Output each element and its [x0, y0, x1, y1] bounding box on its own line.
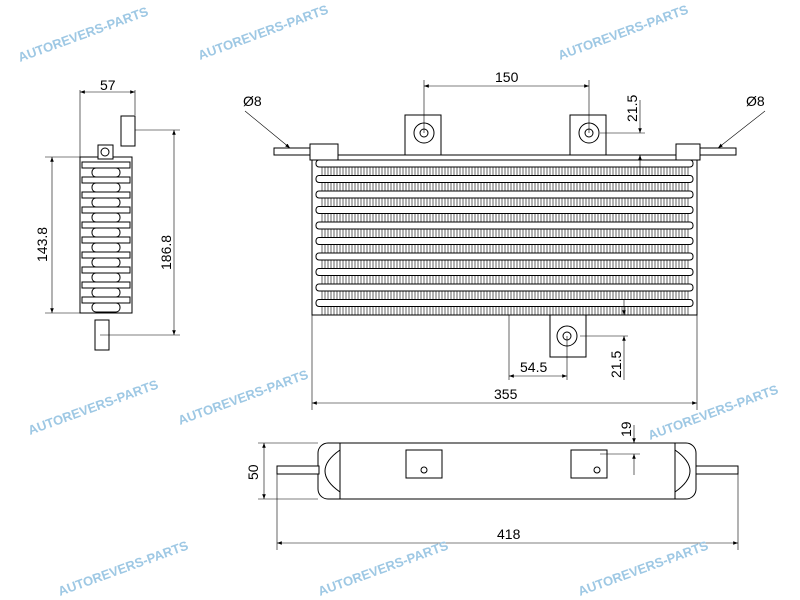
- dim-core-height: 143.8: [34, 227, 50, 262]
- side-fin: [91, 182, 121, 193]
- top-view-bracket-left: [405, 449, 443, 479]
- side-tube: [81, 266, 131, 274]
- cooler-fins: [321, 213, 689, 222]
- side-fin: [91, 287, 121, 298]
- dim-overall-height: 186.8: [158, 235, 174, 270]
- side-tube: [81, 221, 131, 229]
- side-top-fitting: [120, 115, 136, 147]
- cooler-fins: [321, 167, 689, 175]
- cooler-tube: [315, 206, 694, 214]
- cooler-fins: [321, 244, 689, 253]
- dim-outlet-diameter: Ø8: [746, 93, 765, 109]
- side-tube: [81, 296, 131, 304]
- dim-bracket-offset-top: 21.5: [624, 95, 640, 122]
- side-fin: [91, 242, 121, 253]
- watermark: AUTOREVERS-PARTS: [316, 538, 451, 599]
- side-fin: [91, 212, 121, 223]
- watermark: AUTOREVERS-PARTS: [196, 2, 331, 63]
- side-tube: [81, 191, 131, 199]
- dim-side-width: 57: [100, 77, 116, 93]
- side-fin: [91, 167, 121, 178]
- dim-body-height: 50: [245, 464, 261, 480]
- front-view: 150 21.5 Ø8 Ø8 54.5 21.5 355: [243, 69, 766, 410]
- top-bracket-left: [404, 114, 442, 156]
- dim-overall-length: 418: [497, 526, 521, 542]
- cooler-fins: [321, 260, 689, 268]
- dim-bottom-bracket-offset: 54.5: [520, 359, 547, 375]
- side-view: 57 143.8 186.8: [34, 77, 180, 351]
- cooler-fins: [321, 275, 689, 284]
- watermark: AUTOREVERS-PARTS: [556, 2, 691, 63]
- top-bracket-right: [569, 114, 607, 156]
- dim-bracket-spacing: 150: [495, 69, 519, 85]
- side-tube: [81, 236, 131, 244]
- cooler-tube: [315, 237, 694, 245]
- cooler-tube: [315, 252, 694, 261]
- side-top-bracket: [97, 144, 114, 160]
- cooler-fins: [321, 291, 689, 299]
- cooler-fins: [321, 306, 689, 315]
- cooler-fins: [321, 182, 689, 191]
- watermark: AUTOREVERS-PARTS: [176, 367, 311, 428]
- cooler-tube: [315, 221, 694, 230]
- dim-inlet-diameter: Ø8: [243, 93, 262, 109]
- side-tube: [81, 176, 131, 184]
- cooler-tube: [315, 190, 694, 199]
- cooler-fins: [321, 229, 689, 237]
- side-fin: [91, 257, 121, 268]
- dim-bottom-bracket-height: 21.5: [608, 351, 624, 378]
- watermark: AUTOREVERS-PARTS: [26, 377, 161, 438]
- watermark: AUTOREVERS-PARTS: [576, 538, 711, 599]
- side-fin: [91, 302, 121, 313]
- side-fin: [91, 197, 121, 208]
- side-fin: [91, 227, 121, 238]
- watermark: AUTOREVERS-PARTS: [16, 4, 151, 65]
- watermark: AUTOREVERS-PARTS: [56, 538, 191, 599]
- cooler-tube: [315, 299, 694, 307]
- side-tube: [81, 281, 131, 289]
- cooler-tube: [315, 268, 694, 276]
- top-view-bracket-right: [570, 449, 608, 479]
- cooler-tube: [315, 159, 694, 168]
- side-fin: [91, 272, 121, 283]
- watermarks: AUTOREVERS-PARTS AUTOREVERS-PARTS AUTORE…: [16, 2, 781, 599]
- side-tube: [81, 161, 131, 169]
- side-tube: [81, 251, 131, 259]
- top-view: 19 50 418: [245, 421, 739, 550]
- cooler-tube: [315, 175, 694, 183]
- side-tube: [81, 206, 131, 214]
- outlet-pipe: [675, 143, 737, 161]
- inlet-pipe: [273, 143, 339, 161]
- dim-core-length: 355: [494, 386, 518, 402]
- watermark: AUTOREVERS-PARTS: [646, 382, 781, 443]
- cooler-fins: [321, 198, 689, 206]
- cooler-tube: [315, 283, 694, 292]
- dim-top-bracket-offset: 19: [618, 421, 634, 437]
